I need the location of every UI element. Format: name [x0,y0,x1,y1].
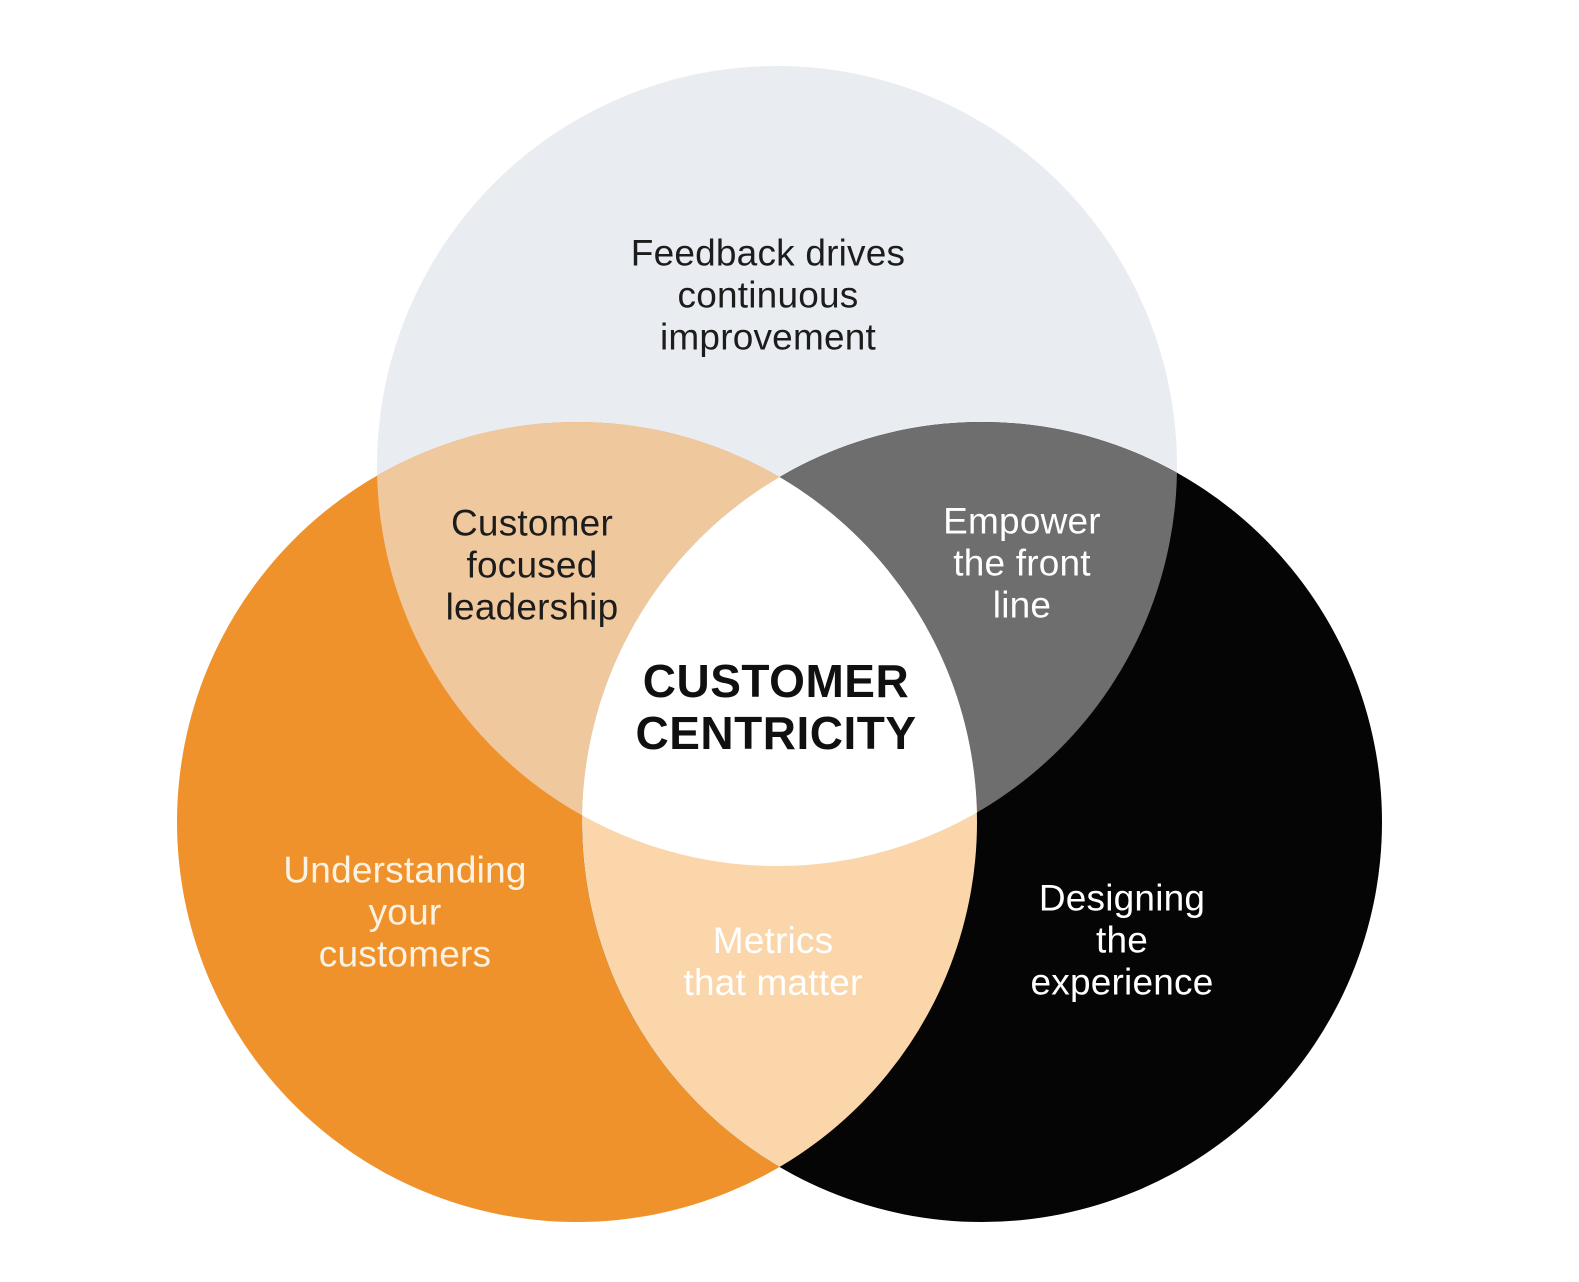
label-designing-experience: Designing the experience [1030,877,1214,1004]
label-metrics-that-matter: Metrics that matter [683,919,863,1003]
label-empower-front-line: Empower the front line [943,500,1101,627]
label-understanding-customers: Understanding your customers [283,849,527,976]
label-customer-focused-leadership: Customer focused leadership [445,502,619,629]
center-region [582,422,977,866]
label-feedback-drives: Feedback drives continuous improvement [630,232,906,359]
label-customer-centricity-title: CUSTOMER CENTRICITY [635,655,917,759]
